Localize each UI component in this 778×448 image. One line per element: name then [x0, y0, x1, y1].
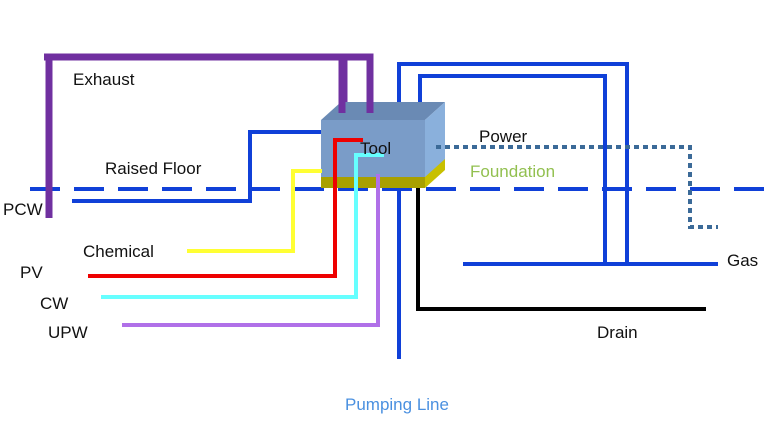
- gas-label: Gas: [727, 251, 759, 270]
- cw-label: CW: [40, 294, 69, 313]
- gas-line-outer: [397, 62, 629, 264]
- tool-top-face: [321, 102, 445, 120]
- upw-label: UPW: [48, 323, 88, 342]
- drain-line: [416, 188, 706, 311]
- gas-line-inner: [418, 74, 607, 264]
- pcw-line: [72, 130, 322, 203]
- tool-front-face: [321, 120, 425, 177]
- foundation-front: [321, 177, 425, 188]
- chemical-label: Chemical: [83, 242, 154, 261]
- pv-label: PV: [20, 263, 43, 282]
- pv-line: [88, 138, 363, 278]
- tool-label: Tool: [360, 139, 392, 158]
- cw-line: [101, 153, 384, 299]
- power-label: Power: [479, 127, 528, 146]
- foundation-side: [425, 159, 445, 188]
- pumping-line-label: Pumping Line: [345, 395, 449, 414]
- pcw-label: PCW: [3, 200, 43, 219]
- exhaust-label: Exhaust: [73, 70, 135, 89]
- upw-line: [122, 174, 380, 327]
- power-line: [436, 145, 718, 229]
- foundation-label: Foundation: [470, 162, 556, 181]
- chemical-line: [187, 169, 322, 253]
- raised-floor-label: Raised Floor: [105, 159, 202, 178]
- drain-label: Drain: [597, 323, 638, 342]
